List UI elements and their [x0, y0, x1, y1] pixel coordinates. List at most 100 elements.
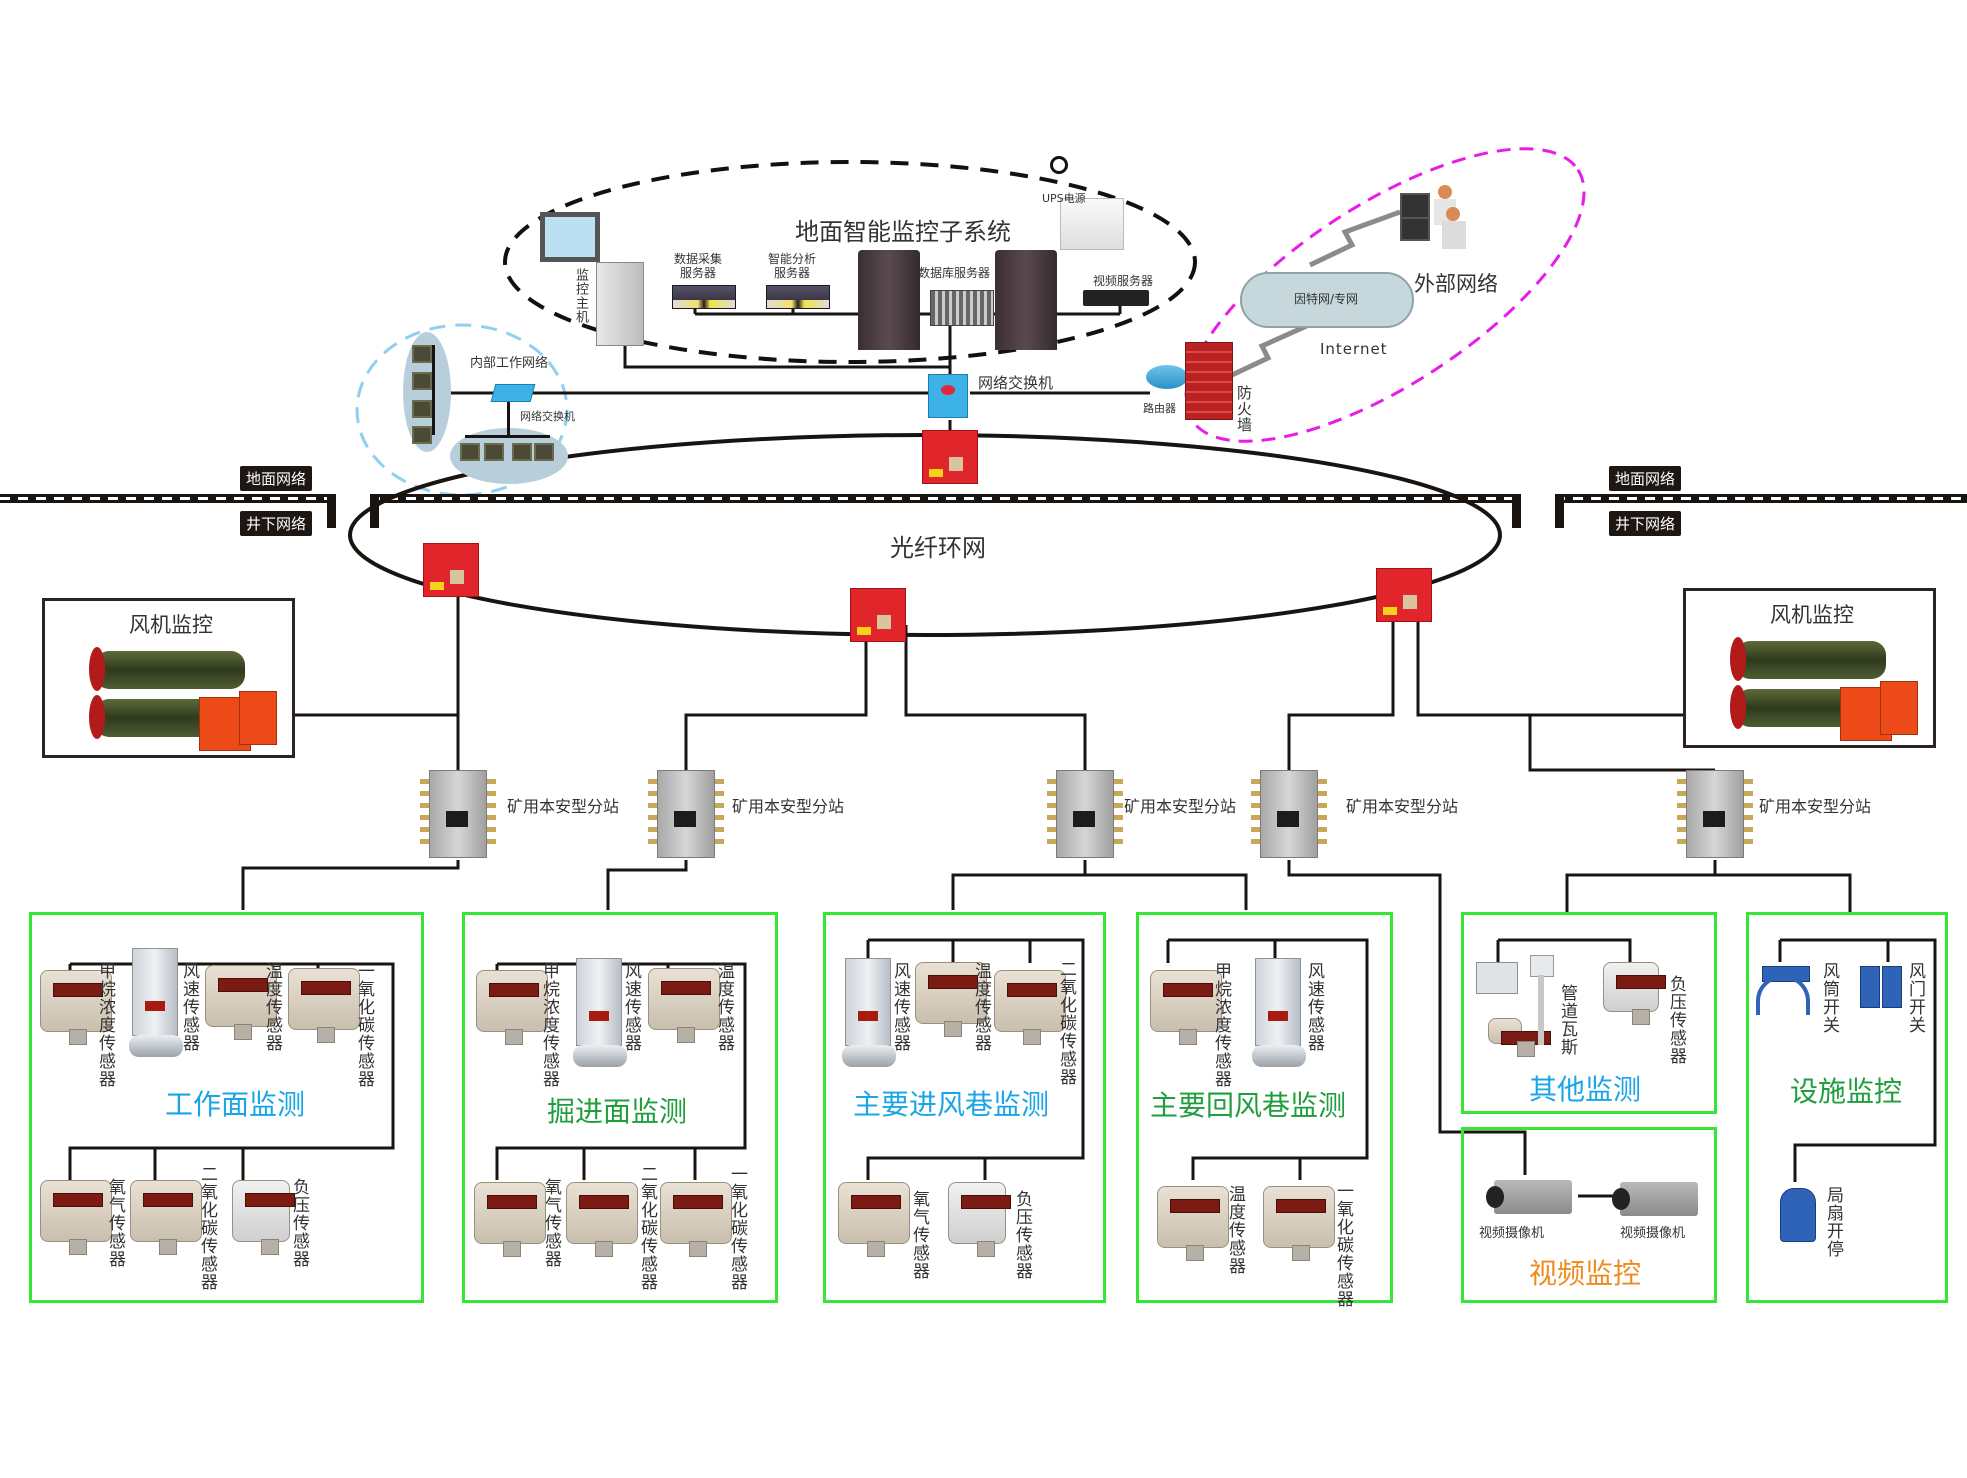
pc-icon — [512, 443, 532, 461]
substation-5-icon[interactable] — [1677, 770, 1753, 858]
wind-speed-sensor-icon[interactable] — [1252, 958, 1306, 1067]
co2-sensor-icon[interactable] — [994, 970, 1066, 1045]
methane-sensor-icon[interactable] — [476, 970, 548, 1045]
substation-2-icon[interactable] — [648, 770, 724, 858]
local-fan-switch-icon[interactable] — [1780, 1188, 1816, 1242]
substation-1-icon[interactable] — [420, 770, 496, 858]
methane-sensor-icon[interactable] — [1150, 970, 1222, 1045]
co-sensor-icon[interactable] — [1263, 1186, 1335, 1261]
sensor-label: 风筒开关 — [1819, 962, 1839, 1034]
co2-sensor-icon[interactable] — [130, 1180, 202, 1255]
duct-switch-clamp-icon — [1756, 975, 1810, 1015]
zone-video-monitoring — [1461, 1127, 1717, 1303]
video-camera-icon[interactable] — [1486, 1180, 1572, 1214]
core-switch-icon[interactable] — [928, 374, 968, 418]
sensor-label: 风速传感器 — [621, 962, 641, 1052]
ring-node-right-icon[interactable] — [1376, 568, 1432, 622]
video-server-label: 视频服务器 — [1093, 274, 1154, 288]
air-door-switch-icon[interactable] — [1860, 966, 1880, 1008]
external-network-title: 外部网络 — [1414, 272, 1498, 296]
sensor-label: 风门开关 — [1905, 962, 1925, 1034]
ups-icon[interactable] — [1060, 198, 1124, 250]
temperature-sensor-icon[interactable] — [1157, 1186, 1229, 1261]
sensor-label: 风速传感器 — [179, 962, 199, 1052]
negative-pressure-sensor-icon[interactable] — [1603, 962, 1666, 1025]
zone-title: 设施监控 — [1790, 1075, 1903, 1108]
substation-4-label: 矿用本安型分站 — [1346, 797, 1459, 816]
zone-heading-face — [462, 912, 778, 1303]
fan-monitoring-left: 风机监控 — [42, 598, 295, 758]
sensor-label: 甲烷浓度传感器 — [539, 962, 559, 1088]
sensor-label: 温度传感器 — [714, 962, 734, 1052]
pipeline-gas-monitor-icon[interactable] — [1476, 962, 1518, 994]
smart-analysis-server-icon[interactable] — [766, 285, 830, 309]
router-label: 路由器 — [1143, 402, 1176, 415]
substation-4-icon[interactable] — [1251, 770, 1327, 858]
sensor-label: 二氧化碳传感器 — [1056, 960, 1076, 1086]
camera-label: 视频摄像机 — [1479, 1226, 1545, 1241]
pc-icon — [412, 372, 432, 390]
co-sensor-icon[interactable] — [660, 1182, 732, 1257]
sensor-label: 甲烷浓度传感器 — [1211, 962, 1231, 1088]
firewall-label: 防火墙 — [1235, 385, 1253, 433]
ups-label: UPS电源 — [1042, 192, 1086, 205]
substation-3-icon[interactable] — [1047, 770, 1123, 858]
temperature-sensor-icon[interactable] — [915, 962, 987, 1037]
firewall-icon[interactable] — [1185, 342, 1233, 420]
pc-icon — [534, 443, 554, 461]
pipe-sensor-stem-icon — [1538, 975, 1544, 1045]
oxygen-sensor-icon[interactable] — [474, 1182, 546, 1257]
sensor-label: 二氧化碳传感器 — [197, 1165, 217, 1291]
small-gas-sensor-icon[interactable] — [1488, 1018, 1551, 1057]
core-switch-label: 网络交换机 — [978, 374, 1054, 392]
router-icon[interactable] — [1146, 365, 1188, 389]
ring-node-left-icon[interactable] — [423, 543, 479, 597]
internal-switch-label: 网络交换机 — [520, 410, 575, 423]
wind-speed-sensor-icon[interactable] — [129, 948, 183, 1057]
video-server-icon[interactable] — [1083, 290, 1149, 306]
temperature-sensor-icon[interactable] — [648, 968, 720, 1043]
ring-node-center-icon[interactable] — [850, 588, 906, 642]
temperature-sensor-icon[interactable] — [205, 965, 277, 1040]
mine-fan-icon[interactable] — [1730, 631, 1940, 751]
surface-network-tag-left: 地面网络 — [240, 466, 313, 491]
ring-node-top-icon[interactable] — [922, 430, 978, 484]
internal-switch-icon[interactable] — [490, 384, 536, 402]
sensor-label: 温度传感器 — [262, 962, 282, 1052]
air-door-switch-icon — [1882, 966, 1902, 1008]
mine-fan-icon[interactable] — [89, 641, 299, 761]
sensor-label: 氧气传感器 — [105, 1178, 125, 1268]
zone-main-return-airway — [1136, 912, 1393, 1303]
pc-icon — [484, 443, 504, 461]
oxygen-sensor-icon[interactable] — [838, 1182, 910, 1257]
zone-main-intake-airway — [823, 912, 1106, 1303]
surface-subsystem-title: 地面智能监控子系统 — [795, 218, 1011, 246]
database-server-b-icon[interactable] — [995, 250, 1057, 350]
wind-speed-sensor-icon[interactable] — [842, 958, 896, 1067]
zone-facility-monitoring — [1746, 912, 1948, 1303]
negative-pressure-sensor-icon[interactable] — [232, 1180, 295, 1255]
sensor-label: 局扇开停 — [1823, 1186, 1843, 1258]
internet-link-upper — [1308, 209, 1401, 268]
ring-to-right-branch — [1287, 610, 1715, 772]
internal-network-ellipse — [355, 323, 569, 497]
ss2-to-zone2 — [606, 860, 688, 910]
co-sensor-icon[interactable] — [288, 968, 360, 1043]
negative-pressure-sensor-icon[interactable] — [948, 1182, 1011, 1257]
monitor-host-label: 监控主机 — [573, 268, 588, 324]
co2-sensor-icon[interactable] — [566, 1182, 638, 1257]
database-server-a-icon[interactable] — [858, 250, 920, 350]
sensor-label: 一氧化碳传感器 — [727, 1165, 747, 1291]
oxygen-sensor-icon[interactable] — [40, 1180, 112, 1255]
data-collection-server-icon[interactable] — [672, 285, 736, 309]
internal-network-title: 内部工作网络 — [470, 356, 549, 371]
video-camera-icon[interactable] — [1612, 1182, 1698, 1216]
fan-monitoring-title: 风机监控 — [1770, 603, 1854, 627]
remote-operators-icon — [1400, 185, 1470, 255]
pc-icon — [412, 400, 432, 418]
wind-speed-sensor-icon[interactable] — [573, 958, 627, 1067]
cloud-label: 因特网/专网 — [1294, 292, 1359, 306]
ss5-split — [1565, 860, 1852, 912]
monitor-host-tower-icon[interactable] — [596, 262, 644, 346]
methane-sensor-icon[interactable] — [40, 970, 112, 1045]
